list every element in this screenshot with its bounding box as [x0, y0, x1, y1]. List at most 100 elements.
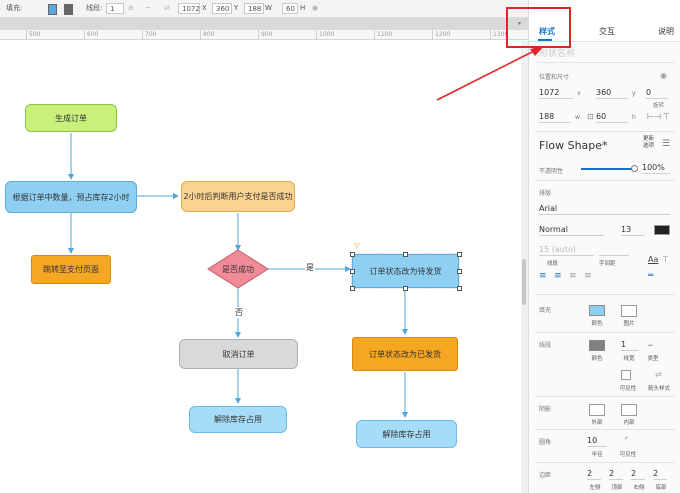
decision-diamond[interactable] — [207, 249, 269, 289]
w-input[interactable]: 188 — [244, 3, 264, 14]
text-format-icon[interactable]: T — [663, 255, 668, 264]
x-input[interactable]: 1072 — [178, 3, 200, 14]
shadow-inner-label: 内部 — [623, 420, 635, 426]
stroke-visibility-button[interactable] — [621, 370, 631, 380]
node-release-b[interactable]: 解除库存占用 — [356, 420, 457, 448]
resize-handle-bl[interactable] — [350, 286, 355, 291]
align-justify-icon[interactable]: ≡ — [584, 271, 592, 281]
canvas[interactable]: 生成订单 根据订单中数量，预占库存2小时 2小时后判断用户支付是否成功 跳转至支… — [0, 41, 528, 493]
x-axis-label: x — [577, 90, 581, 97]
font-color-swatch[interactable] — [654, 225, 670, 235]
padding-top-label: 顶部 — [611, 485, 623, 491]
stroke-width-input[interactable]: 1 — [106, 3, 124, 14]
node-reserve[interactable]: 根据订单中数量，预占库存2小时 — [5, 181, 137, 213]
radius-corner-icon[interactable]: ⌜ — [625, 436, 629, 445]
y-field[interactable]: 360 — [596, 87, 628, 99]
annotation-highlight-box — [506, 7, 571, 48]
resize-handle-tl[interactable] — [350, 252, 355, 257]
chevron-down-icon[interactable]: ▾ — [518, 20, 522, 27]
node-start[interactable]: 生成订单 — [25, 104, 117, 132]
node-to-ship[interactable]: 订单状态改为待发货 — [352, 254, 459, 288]
padding-top-field[interactable]: 2 — [609, 468, 623, 480]
padding-right-field[interactable]: 2 — [631, 468, 645, 480]
arrow-style-icon[interactable]: ⇄ — [655, 370, 662, 379]
fill-color-swatch[interactable] — [48, 4, 57, 15]
resize-handle-mr[interactable] — [457, 269, 462, 274]
node-check-pay[interactable]: 2小时后判断用户支付是否成功 — [181, 181, 295, 212]
text-style-icon[interactable]: Aa — [648, 255, 659, 264]
lock-ratio-icon[interactable]: ⊡ — [587, 112, 594, 121]
align-right-icon[interactable]: ≡ — [569, 271, 577, 281]
opacity-field[interactable]: 100% — [642, 162, 670, 174]
shape-name-input[interactable]: 形状名称 — [539, 49, 576, 59]
corner-radius-handle-icon[interactable]: ▽ — [354, 242, 360, 250]
shape-style-name[interactable]: Flow Shape* — [539, 139, 608, 152]
connector-layer — [68, 133, 460, 418]
fill-image-button[interactable] — [621, 305, 637, 317]
fill-color-button[interactable] — [589, 305, 605, 316]
shadow-inner-button[interactable] — [621, 404, 637, 416]
tab-notes[interactable]: 说明 — [658, 27, 674, 36]
height-field[interactable]: 60 — [596, 111, 628, 123]
stroke-color-swatch[interactable] — [64, 4, 73, 15]
rotation-field[interactable]: 0 — [646, 87, 668, 99]
node-to-pay-page[interactable]: 跳转至支付页面 — [31, 255, 111, 284]
stroke-type-icon[interactable]: ≡ — [128, 4, 134, 12]
fill-section-label: 填充 — [539, 307, 552, 314]
h-input[interactable]: 60 — [282, 3, 298, 14]
resize-handle-tr[interactable] — [457, 252, 462, 257]
font-style-select[interactable]: Normal — [539, 224, 604, 236]
edge-label-yes: 是 — [305, 262, 315, 273]
letter-spacing-field[interactable] — [599, 244, 629, 256]
scrollbar-thumb[interactable] — [522, 259, 526, 305]
stroke-color-button[interactable] — [589, 340, 605, 351]
line-height-field[interactable]: 15 (auto) — [539, 244, 594, 256]
divider — [535, 62, 675, 63]
resize-handle-ml[interactable] — [350, 269, 355, 274]
fill-label: 填充: — [6, 4, 23, 12]
resize-handle-tm[interactable] — [403, 252, 408, 257]
font-family-select[interactable]: Arial — [539, 203, 670, 215]
opacity-label: 不透明性 — [539, 168, 564, 175]
shadow-outer-button[interactable] — [589, 404, 605, 416]
tab-style[interactable]: 样式 — [539, 27, 555, 36]
rotation-label: 旋转 — [653, 103, 665, 109]
width-field[interactable]: 188 — [539, 111, 571, 123]
y-input[interactable]: 360 — [212, 3, 232, 14]
stroke-visibility-label: 可见性 — [619, 386, 637, 392]
align-center-icon[interactable]: ≡ — [554, 271, 562, 281]
y-axis-label: y — [632, 90, 636, 97]
ruler-tick: 500 — [26, 30, 40, 40]
node-shipped[interactable]: 订单状态改为已发货 — [352, 337, 458, 371]
x-field[interactable]: 1072 — [539, 87, 573, 99]
stroke-width-field[interactable]: 1 — [621, 339, 639, 351]
top-toolbar: 填充: 线段: 1 ≡ ┅ ⇄ 1072 X 360 Y 188 W 60 H … — [0, 0, 528, 18]
arrow-style-icon[interactable]: ⇄ — [164, 4, 170, 12]
vertical-scrollbar[interactable] — [521, 41, 528, 493]
opacity-slider[interactable] — [581, 168, 633, 170]
divider — [535, 131, 675, 132]
tab-interaction[interactable]: 交互 — [599, 27, 615, 36]
padding-bottom-field[interactable]: 2 — [653, 468, 667, 480]
edge-label-no: 否 — [234, 307, 244, 318]
opacity-slider-handle[interactable] — [631, 165, 638, 172]
padding-left-field[interactable]: 2 — [587, 468, 601, 480]
resize-handle-bm[interactable] — [403, 286, 408, 291]
style-list-icon[interactable]: ☰ — [662, 139, 671, 149]
valign-middle-icon[interactable]: ═ — [648, 271, 654, 281]
eye-icon[interactable]: ◉ — [312, 4, 319, 12]
font-size-field[interactable]: 13 — [621, 224, 645, 236]
node-cancel[interactable]: 取消订单 — [179, 339, 298, 369]
ruler-tick: 700 — [142, 30, 156, 40]
eye-icon[interactable]: ◉ — [660, 71, 667, 80]
resize-handle-br[interactable] — [457, 286, 462, 291]
fit-width-icon[interactable]: ⊢⊣ — [647, 112, 661, 121]
align-left-icon[interactable]: ≡ — [539, 271, 547, 281]
radius-field[interactable]: 10 — [587, 435, 607, 447]
stroke-type-icon[interactable]: ┅ — [648, 341, 653, 350]
update-style-button[interactable]: 更新 选项 — [643, 136, 655, 149]
line-dash-icon[interactable]: ┅ — [146, 4, 151, 12]
fit-height-icon[interactable]: ⊤ — [663, 112, 670, 121]
radius-label: 半径 — [591, 452, 603, 458]
node-release-a[interactable]: 解除库存占用 — [189, 406, 287, 433]
